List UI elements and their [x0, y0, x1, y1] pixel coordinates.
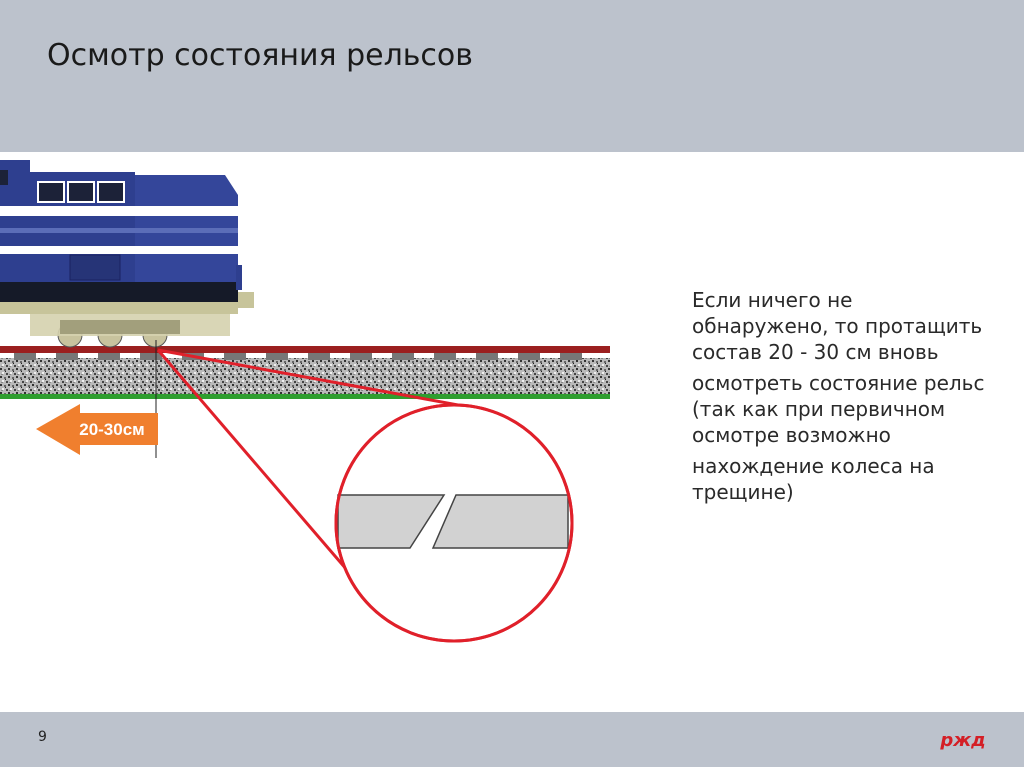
paragraph-1: Если ничего не обнаружено, то протащить …: [692, 288, 983, 364]
header-bar: Осмотр состояния рельсов: [0, 0, 1024, 152]
sleepers: [14, 353, 582, 360]
slide-title: Осмотр состояния рельсов: [47, 38, 473, 73]
arrow-label: 20-30см: [79, 420, 145, 439]
locomotive: [0, 160, 254, 348]
rzd-logo-icon: ржд: [939, 730, 985, 751]
rail-piece-left: [337, 494, 446, 549]
paragraph-2: осмотреть состояние рельс (так как при п…: [692, 371, 985, 447]
distance-arrow: 20-30см: [36, 404, 158, 455]
magnifier: [156, 348, 574, 643]
paragraph-3: нахождение колеса на трещине): [692, 454, 935, 504]
body-text: Если ничего не обнаружено, то протащить …: [692, 287, 992, 510]
railway-track: [0, 346, 610, 399]
svg-text:ржд: ржд: [939, 730, 985, 751]
illustration: 20-30см: [0, 160, 610, 643]
page-number: 9: [38, 729, 47, 745]
rail: [0, 346, 610, 353]
rail-piece-right: [431, 494, 569, 549]
grass-line: [0, 394, 610, 399]
footer-bar: 9 ржд: [0, 712, 1024, 767]
